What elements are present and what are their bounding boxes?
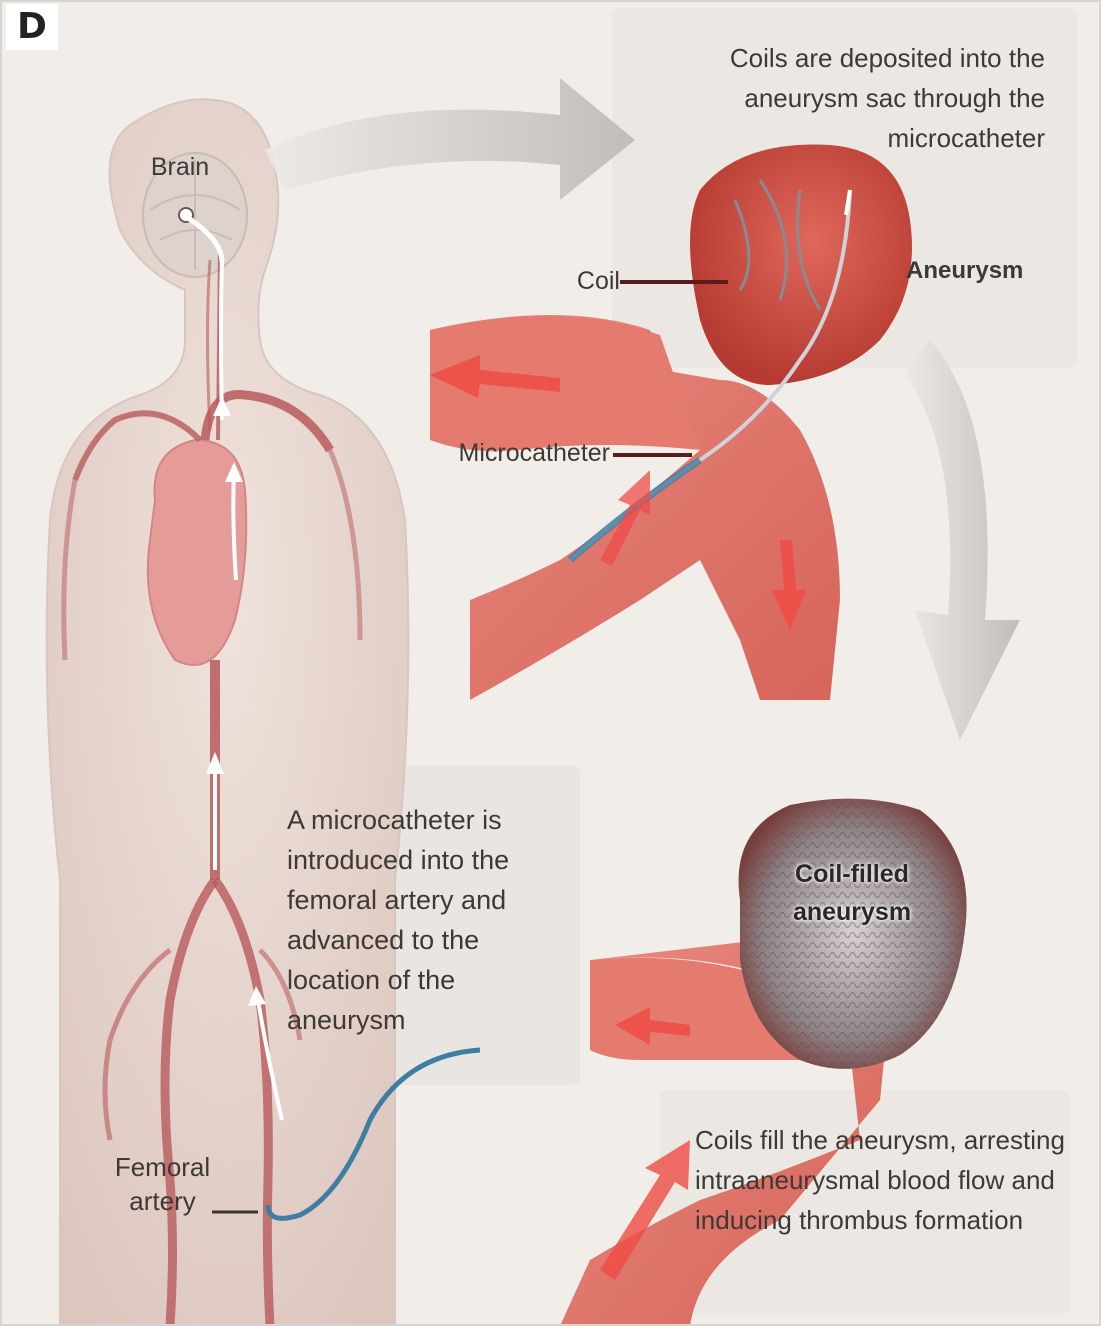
curved-arrow-top bbox=[265, 78, 635, 200]
caption-microcatheter-introduced: A microcatheter is introduced into the f… bbox=[287, 800, 567, 1040]
caption-coils-fill: Coils fill the aneurysm, arresting intra… bbox=[695, 1120, 1065, 1240]
label-aneurysm: Aneurysm bbox=[906, 257, 1076, 285]
label-microcatheter: Microcatheter bbox=[398, 439, 610, 468]
curved-arrow-right bbox=[905, 340, 1020, 740]
human-body bbox=[47, 99, 480, 1326]
label-brain: Brain bbox=[130, 153, 230, 182]
label-coil: Coil bbox=[540, 267, 620, 296]
panel-label: D bbox=[6, 4, 58, 50]
caption-coils-deposited: Coils are deposited into the aneurysm sa… bbox=[640, 38, 1045, 158]
label-femoral-artery: Femoral artery bbox=[105, 1150, 220, 1218]
label-coil-filled-aneurysm: Coil-filled aneurysm bbox=[772, 855, 932, 931]
